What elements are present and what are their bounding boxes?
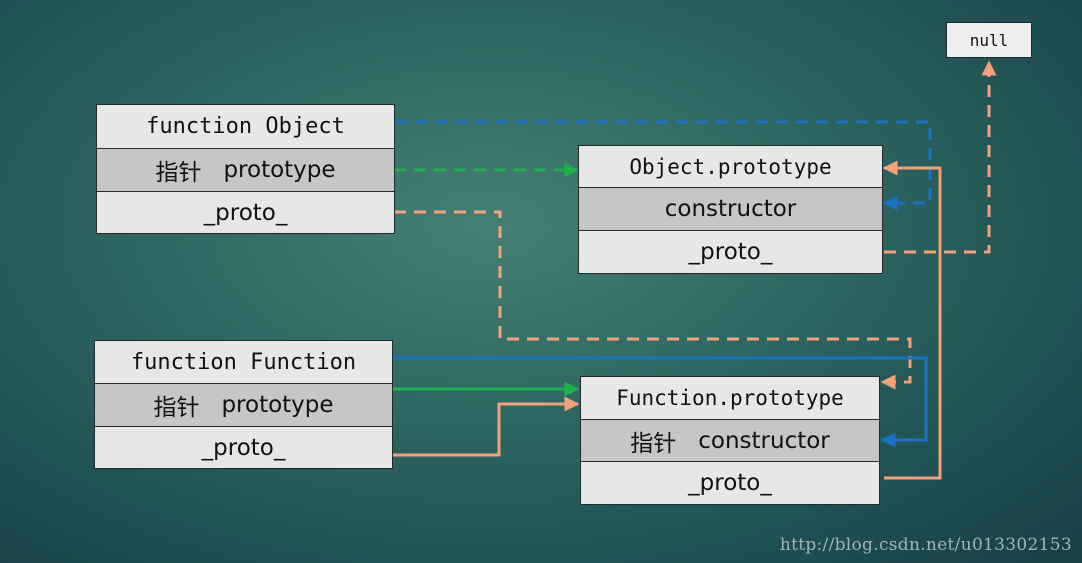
function-object-proto-row: _proto_ [97,192,394,233]
object-prototype-title-text: Object.prototype [629,154,832,179]
function-object-title: function Object [97,105,394,149]
function-function-prototype-row: 指针 prototype [95,384,392,427]
function-function-title: function Function [95,341,392,384]
arrow-object-proto [394,210,912,390]
function-prototype-pointer-label: 指针 [630,430,677,457]
arrow-object-constructor [396,120,932,211]
function-function-title-text: function Function [130,349,357,375]
function-prototype-box: Function.prototype 指针 constructor _proto… [580,376,880,505]
function-function-proto-label: _proto_ [201,434,286,461]
watermark: http://blog.csdn.net/u013302153 [779,535,1072,555]
function-object-proto-label: _proto_ [203,199,288,226]
function-prototype-proto-row: _proto_ [581,462,879,504]
arrow-functionprototype-proto [882,160,942,480]
object-prototype-box: Object.prototype constructor _proto_ [578,145,883,274]
function-function-proto-row: _proto_ [95,427,392,468]
function-function-pointer-label: 指针 [153,395,200,421]
function-object-prototype-label: prototype [223,157,336,183]
arrow-function-constructor [392,356,928,448]
null-label: null [969,30,1009,50]
object-prototype-constructor-row: constructor [579,188,882,231]
function-function-prototype-label: prototype [221,392,334,418]
arrow-objectprototype-proto-null [884,60,997,254]
function-prototype-constructor-label: constructor [698,427,830,454]
function-object-title-text: function Object [146,114,345,139]
function-object-pointer-label: 指针 [155,160,202,186]
object-prototype-proto-row: _proto_ [579,231,882,273]
function-object-prototype-row: 指针 prototype [97,149,394,192]
arrow-function-proto [392,396,580,457]
object-prototype-title: Object.prototype [579,146,882,188]
object-prototype-constructor-label: constructor [664,196,797,222]
null-box: null [946,22,1032,58]
function-prototype-proto-label: _proto_ [688,470,772,496]
function-prototype-constructor-row: 指针 constructor [581,420,879,462]
function-function-box: function Function 指针 prototype _proto_ [94,340,393,469]
function-prototype-title: Function.prototype [581,377,879,420]
object-prototype-proto-label: _proto_ [688,239,773,265]
function-prototype-title-text: Function.prototype [616,386,844,410]
function-object-box: function Object 指针 prototype _proto_ [96,104,395,234]
